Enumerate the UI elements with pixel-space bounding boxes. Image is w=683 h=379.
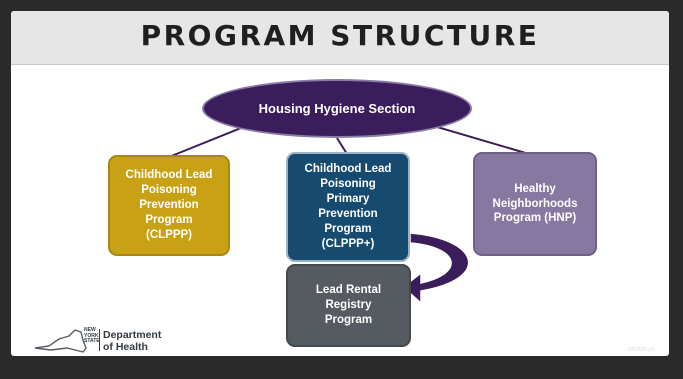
clppp-line: Program <box>145 213 193 226</box>
housing-hygiene-section-node: Housing Hygiene Section <box>202 79 472 138</box>
nys-wordmark: NEW YORK STATE <box>84 327 100 345</box>
logo-line: of Health <box>103 340 148 353</box>
lead-rental-registry-box: Lead Rental Registry Program <box>286 264 411 347</box>
ghost-amount: $500 <box>123 99 156 111</box>
slide-footer: 1/6/2026 | 6 <box>627 347 654 353</box>
hnp-line: Program (HNP) <box>493 212 577 225</box>
department-of-health-logo: Department of Health <box>103 329 162 353</box>
clppp-line: Poisoning <box>141 184 197 197</box>
ghost-unit: MILLION <box>123 117 183 129</box>
page-title: PROGRAM STRUCTURE <box>140 19 540 52</box>
clppp-plus-line: Childhood Lead <box>304 163 392 176</box>
clppp-plus-line: Prevention <box>318 208 378 220</box>
nys-word: YORK <box>84 332 99 339</box>
clppp-box: Childhood Lead Poisoning Prevention Prog… <box>108 155 230 256</box>
slide: PROGRAM STRUCTURE $500 MILLION Housing H… <box>11 11 669 356</box>
nys-word: STATE <box>84 338 100 344</box>
clppp-plus-line: Primary <box>326 193 370 206</box>
clppp-plus-line: Poisoning <box>320 178 376 191</box>
clppp-plus-box: Childhood Lead Poisoning Primary Prevent… <box>286 152 410 262</box>
hnp-box: Healthy Neighborhoods Program (HNP) <box>473 152 597 256</box>
connector-clpppp <box>336 137 348 155</box>
nys-map-icon <box>34 329 87 353</box>
connector-clppp <box>168 123 252 158</box>
connector-lines <box>168 123 530 305</box>
clppp-plus-line: (CLPPP+) <box>321 237 375 250</box>
registry-line: Program <box>324 313 373 326</box>
registry-line: Lead Rental <box>315 284 382 297</box>
curved-arrow <box>401 232 470 305</box>
hnp-line: Healthy <box>514 182 556 195</box>
registry-line: Registry <box>325 299 372 312</box>
logo-divider <box>99 329 100 351</box>
clppp-line: Childhood Lead <box>125 169 213 182</box>
title-band: PROGRAM STRUCTURE <box>11 11 669 65</box>
nys-word: NEW <box>84 327 96 333</box>
clppp-line: (CLPPP) <box>145 228 192 241</box>
logo-line: Department <box>103 329 162 341</box>
clppp-line: Prevention <box>139 199 199 212</box>
hnp-line: Neighborhoods <box>492 197 578 210</box>
connector-hnp <box>426 123 530 155</box>
clppp-plus-line: Program <box>324 222 372 235</box>
